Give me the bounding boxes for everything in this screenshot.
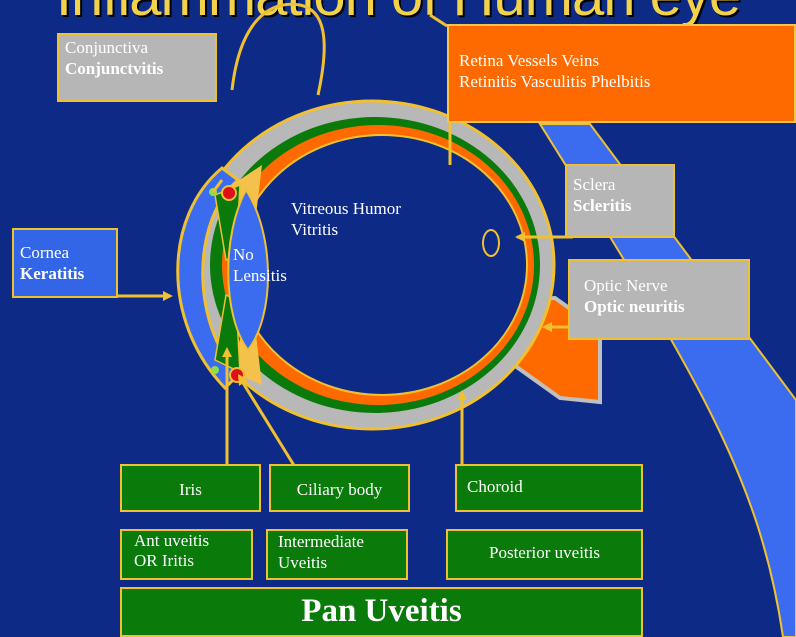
retina-label-box: Retina Vessels Veins Retinitis Vasculiti… [447,24,796,123]
posterior-uveitis-box: Posterior uveitis [446,529,643,580]
iris-box: Iris [120,464,261,512]
scleritis-label: Scleritis [573,196,632,215]
cornea-label-box: Cornea Keratitis [12,228,118,298]
keratitis-label: Keratitis [20,264,85,283]
conjunctiva-label-box: Conjunctiva Conjunctvitis [57,33,217,102]
sclera-arrowhead [515,232,525,242]
retina-top-pointer [429,13,448,28]
intermediate-uveitis-line1: Intermediate [278,532,364,551]
cornea-name: Cornea [20,243,70,262]
optic-nerve-label-box: Optic Nerve Optic neuritis [568,259,750,340]
intermediate-uveitis-box: Intermediate Uveitis [266,529,408,580]
ciliary-pointer [238,377,297,468]
pan-uveitis-box: Pan Uveitis [120,587,643,637]
anterior-uveitis-line1: Ant uveitis [134,531,210,550]
optic-nerve-name: Optic Nerve [584,276,668,295]
optic-disc [482,229,500,257]
cornea-shape [176,166,241,391]
vitritis-label: Vitritis [291,220,339,239]
iris-label: Iris [179,480,202,499]
sclera-name: Sclera [573,175,616,194]
vitreous-name: Vitreous Humor [291,199,401,218]
ciliary-arrowhead [238,374,248,386]
cornea-dot-pointer [211,179,224,193]
pan-uveitis-label: Pan Uveitis [301,593,462,629]
conjunctiva-name: Conjunctiva [65,38,149,57]
canal-dot-top [221,185,237,201]
optic-neuritis-label: Optic neuritis [584,297,685,316]
lens-shape [227,188,269,352]
lensitis-label: Lensitis [233,266,287,285]
sclera-label-box: Sclera Scleritis [565,164,675,238]
lens-no: No [233,245,254,264]
intermediate-uveitis-line2: Uveitis [278,553,328,572]
conjunctiva-loop [230,2,326,96]
posterior-uveitis-label: Posterior uveitis [489,543,600,562]
ciliary-body-box: Ciliary body [269,464,410,512]
green-dot-bottom [211,366,219,374]
right-decor-band [538,123,796,637]
ciliary-body-label: Ciliary body [296,480,383,499]
optic-arrowhead [542,322,552,332]
lens-label: No Lensitis [233,244,287,286]
retina-disease: Retinitis Vasculitis Phelbitis [459,72,651,91]
iris-arrowhead [222,347,232,357]
anterior-uveitis-line2: OR Iritis [134,551,194,570]
choroid-arrowhead [457,390,467,400]
vitreous-label: Vitreous Humor Vitritis [291,198,401,240]
slide-title: Inflammation of Human eye [0,0,796,29]
conjunctivitis-label: Conjunctvitis [65,59,164,78]
anterior-uveitis-box: Ant uveitis OR Iritis [120,529,253,580]
choroid-box: Choroid [455,464,643,512]
cornea-arrowhead [163,291,173,301]
choroid-label: Choroid [467,477,523,496]
retina-name: Retina Vessels Veins [459,51,600,70]
